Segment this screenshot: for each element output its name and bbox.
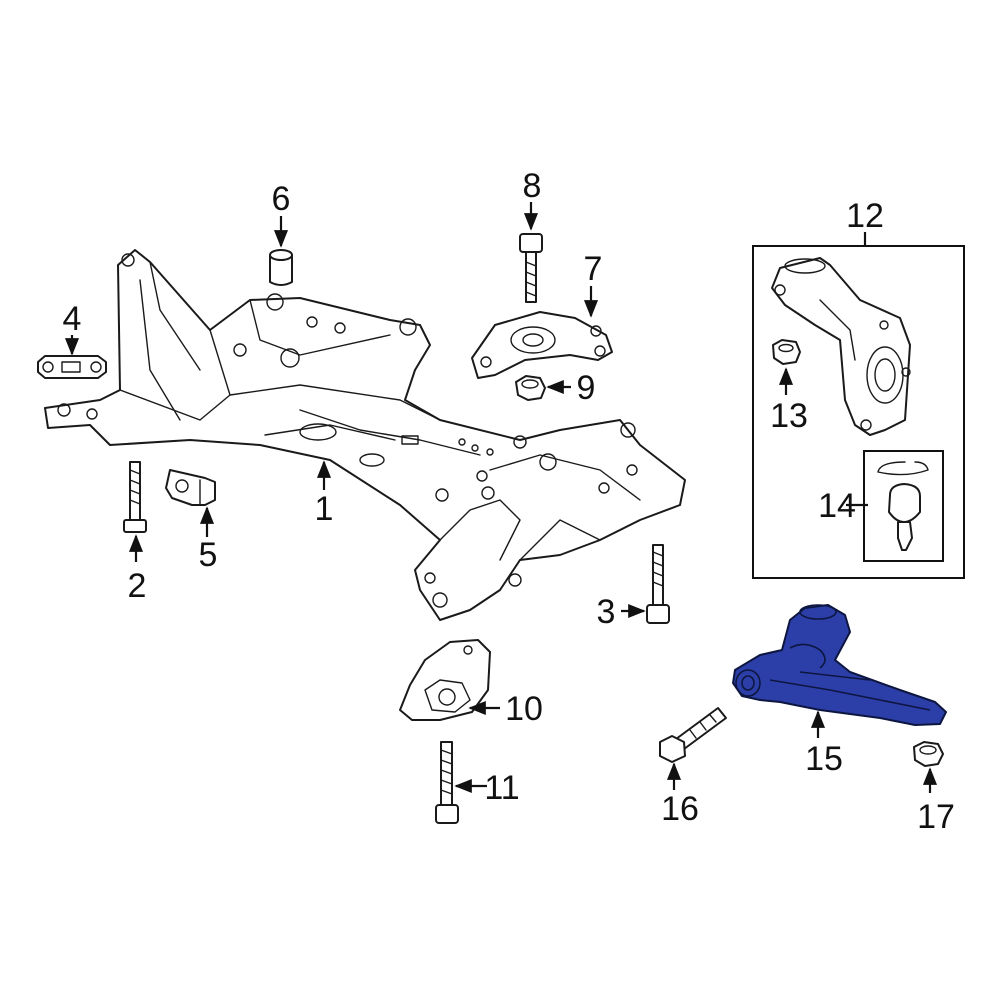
ball-joint-box-part-14[interactable] xyxy=(863,450,944,562)
mount-pad-part-10[interactable] xyxy=(399,639,491,721)
bushing-sleeve-part-6[interactable] xyxy=(269,249,293,286)
callout-2: 2 xyxy=(128,567,147,605)
callout-14: 14 xyxy=(818,487,856,525)
callout-6: 6 xyxy=(272,180,291,218)
clip-bracket-part-5[interactable] xyxy=(165,469,216,506)
bolt-part-11[interactable] xyxy=(435,741,459,824)
bolt-part-16[interactable] xyxy=(659,707,727,763)
knuckle-box-part-12[interactable] xyxy=(752,245,965,579)
nut-part-17[interactable] xyxy=(913,741,944,767)
bolt-part-8[interactable] xyxy=(519,233,543,303)
callout-16: 16 xyxy=(661,790,699,828)
callout-8: 8 xyxy=(523,167,542,205)
callout-labels: 1 2 3 4 5 6 7 8 9 10 11 12 13 14 15 16 1… xyxy=(63,167,955,836)
bolt-part-2[interactable] xyxy=(123,461,147,533)
lower-control-arm-part-15[interactable] xyxy=(732,604,947,726)
callout-11: 11 xyxy=(484,769,519,807)
callout-4: 4 xyxy=(63,300,82,338)
bolt-part-3[interactable] xyxy=(646,544,670,624)
callout-17: 17 xyxy=(917,798,955,836)
callout-1: 1 xyxy=(315,490,334,528)
leader-lines xyxy=(64,202,938,794)
callout-10: 10 xyxy=(505,690,543,728)
callout-12: 12 xyxy=(846,197,884,235)
callout-15: 15 xyxy=(805,740,843,778)
nut-part-13[interactable] xyxy=(772,339,801,365)
nut-part-9[interactable] xyxy=(515,375,546,401)
callout-3: 3 xyxy=(597,593,616,631)
callout-7: 7 xyxy=(584,250,603,288)
callout-13: 13 xyxy=(770,397,808,435)
callout-9: 9 xyxy=(577,369,596,407)
subframe-crossmember[interactable] xyxy=(44,249,686,621)
mount-bracket-part-7[interactable] xyxy=(471,311,613,379)
callout-5: 5 xyxy=(199,536,218,574)
bracket-plate-part-4[interactable] xyxy=(37,355,107,379)
